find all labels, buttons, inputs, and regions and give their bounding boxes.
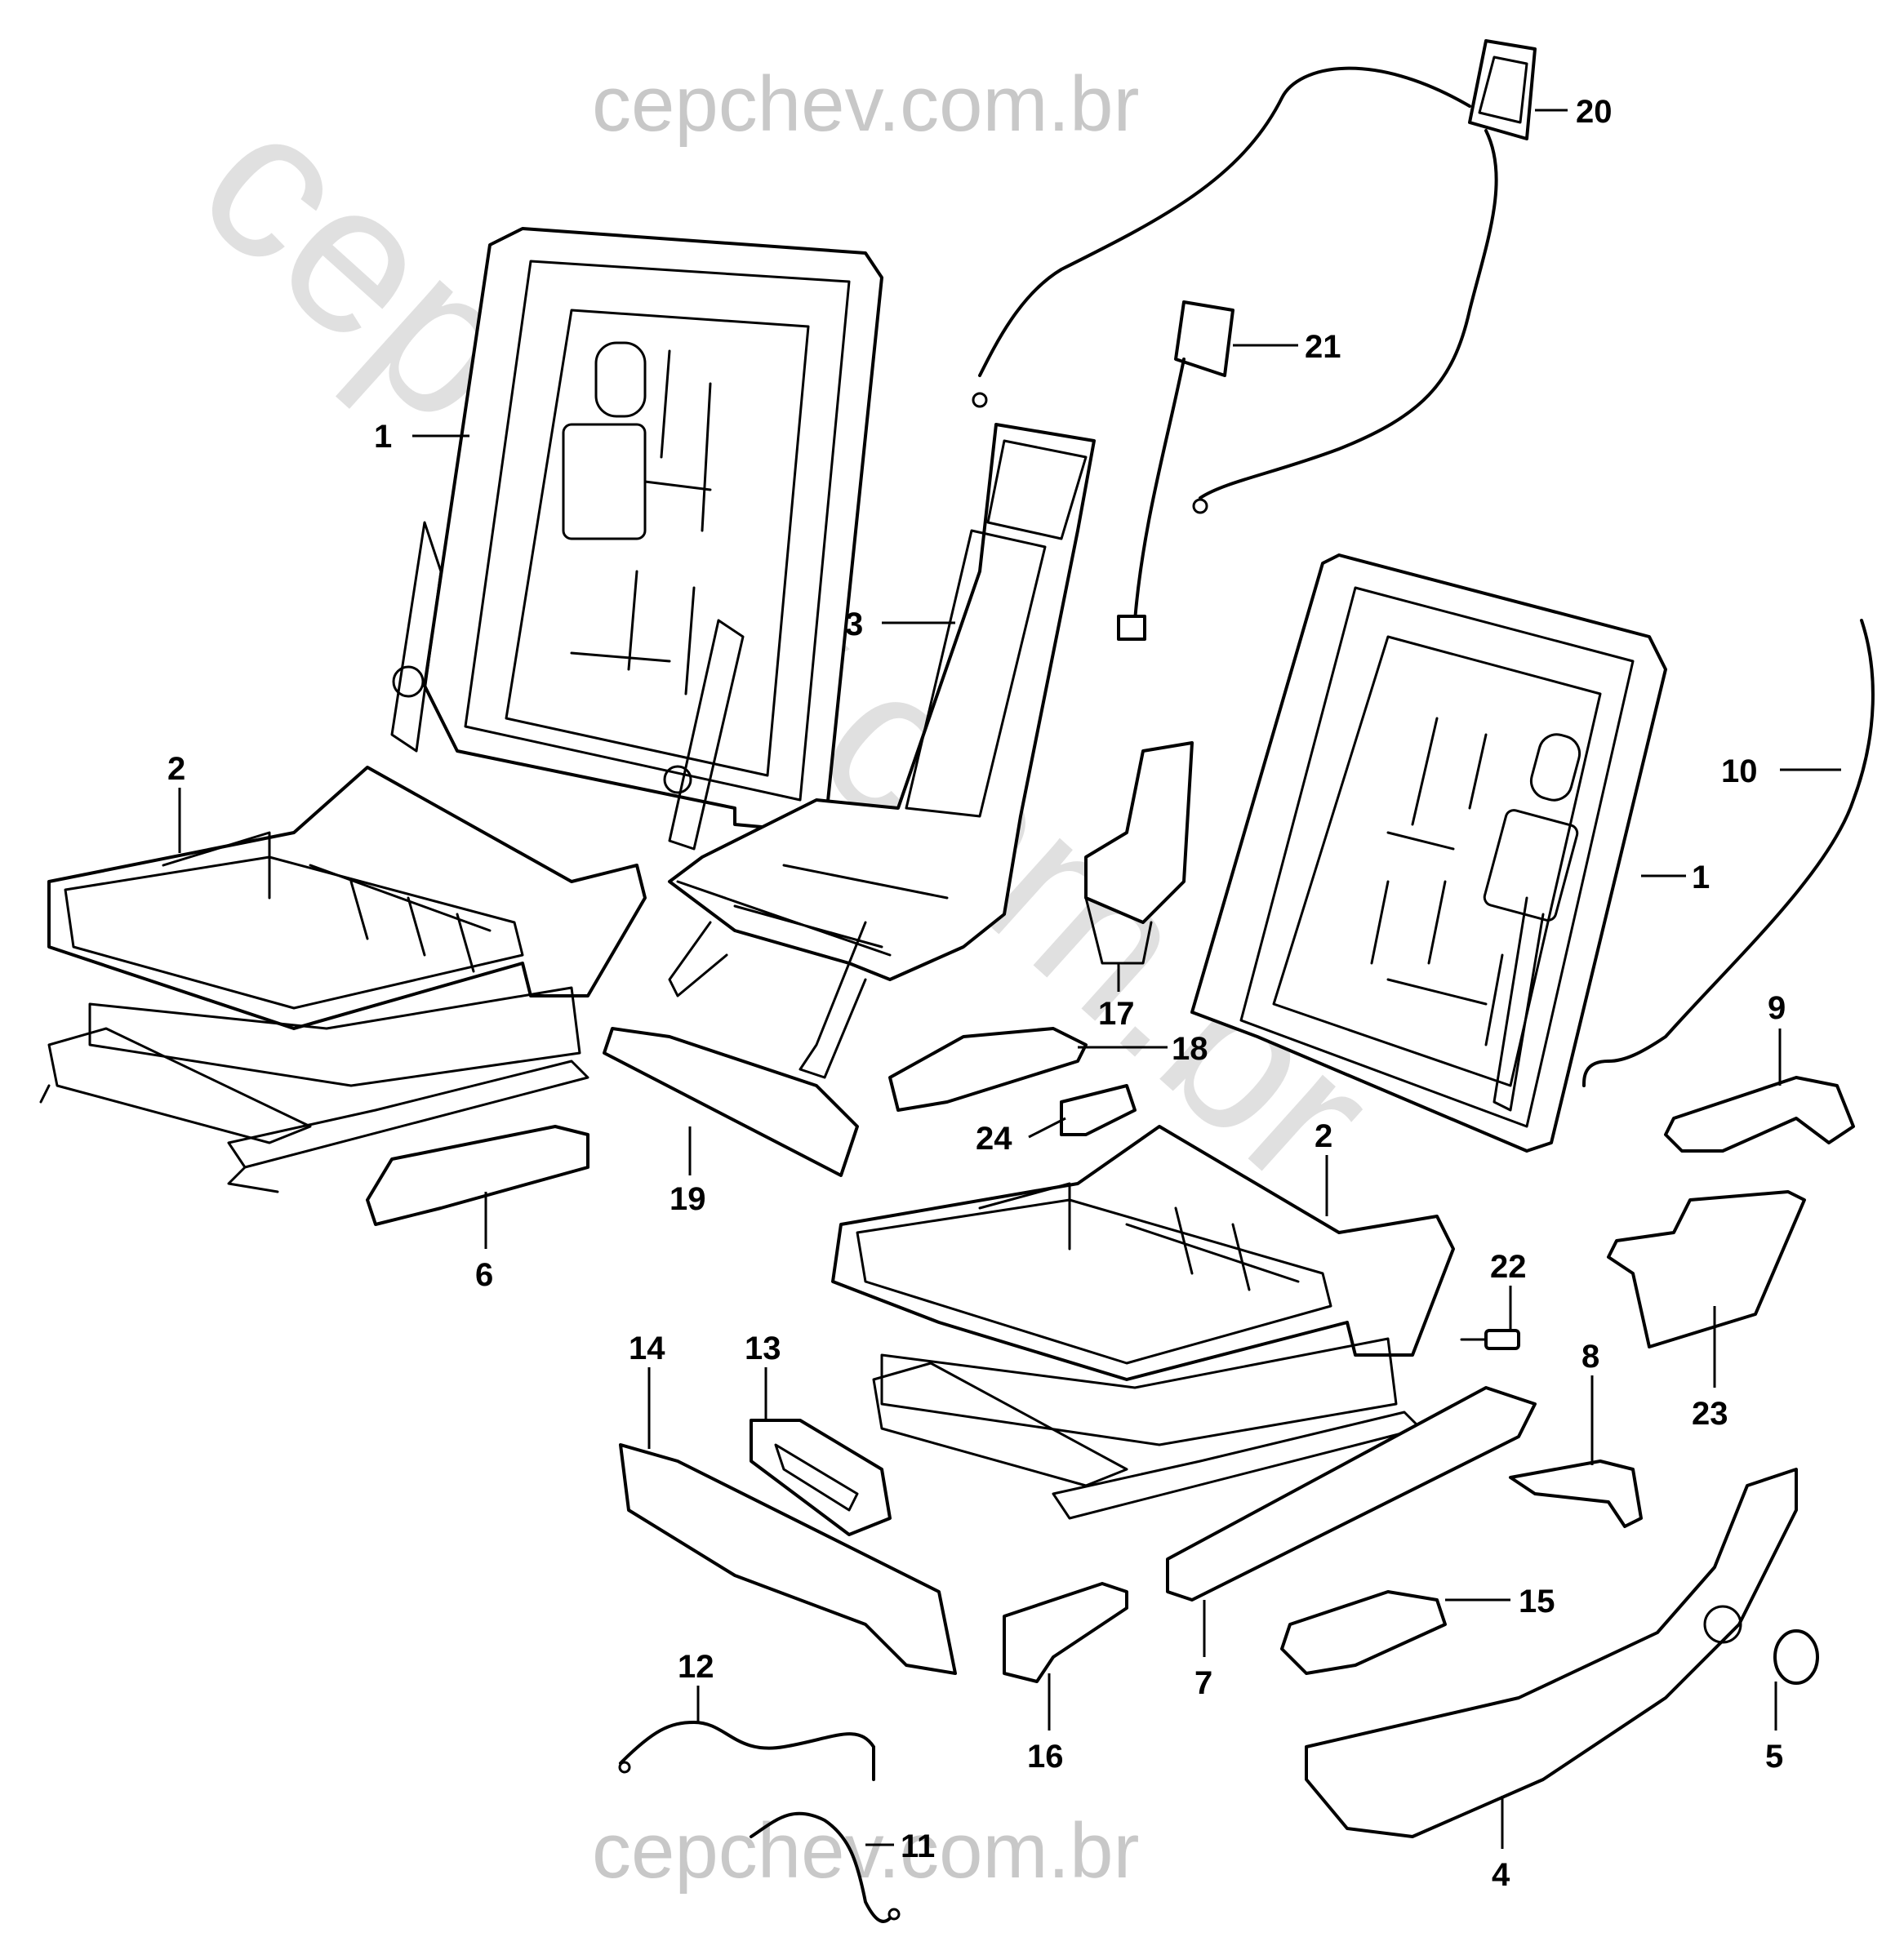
part-1-seatback-frame-right xyxy=(1190,553,1667,1153)
part-4-side-shield xyxy=(1305,1468,1798,1838)
callout-1a: 1 xyxy=(374,419,392,455)
callout-10: 10 xyxy=(1721,753,1758,789)
part-10-cable xyxy=(1582,619,1875,1087)
watermark-bottom: cepchev.com.br xyxy=(592,1807,1140,1895)
callout-16: 16 xyxy=(1027,1739,1064,1775)
callout-8: 8 xyxy=(1581,1339,1599,1375)
part-12-cable xyxy=(618,1720,875,1781)
callout-17: 17 xyxy=(1098,996,1135,1032)
part-23-cover xyxy=(1607,1190,1806,1348)
callout-13: 13 xyxy=(745,1331,781,1366)
callout-15: 15 xyxy=(1519,1584,1555,1619)
part-19-trim-panel xyxy=(603,1027,859,1177)
callout-11: 11 xyxy=(901,1828,935,1864)
part-9-trim xyxy=(1664,1076,1855,1153)
part-14-trim-panel xyxy=(619,1443,957,1675)
part-21-switch-harness xyxy=(1117,300,1234,641)
part-8-bracket xyxy=(1509,1460,1643,1528)
callout-5: 5 xyxy=(1765,1739,1783,1775)
part-18-bracket xyxy=(888,1027,1088,1112)
callout-19: 19 xyxy=(670,1181,706,1217)
part-20-switch-harness xyxy=(972,39,1537,514)
part-7-rail-cover xyxy=(1166,1386,1537,1602)
callout-22: 22 xyxy=(1490,1249,1527,1285)
part-11-cable xyxy=(750,1811,901,1923)
part-3-center-seat-frame xyxy=(668,423,1096,1079)
part-2-cushion-frame-left xyxy=(39,766,647,1193)
callout-3: 3 xyxy=(845,606,863,642)
part-1-seatback-frame-left xyxy=(390,227,883,851)
part-22-bolt xyxy=(1460,1329,1520,1350)
callout-9: 9 xyxy=(1768,990,1786,1026)
callout-14: 14 xyxy=(629,1331,665,1366)
leader-24 xyxy=(1028,1117,1066,1139)
callout-7: 7 xyxy=(1194,1665,1212,1701)
callout-6: 6 xyxy=(475,1257,493,1293)
callout-4: 4 xyxy=(1492,1857,1510,1893)
callout-18: 18 xyxy=(1172,1031,1208,1067)
part-16-bracket xyxy=(1003,1582,1128,1683)
part-6-cover xyxy=(366,1125,589,1226)
callout-24: 24 xyxy=(976,1121,1012,1157)
part-24-clip xyxy=(1060,1084,1137,1136)
part-17-trim xyxy=(1084,741,1194,965)
callout-1b: 1 xyxy=(1692,860,1710,895)
callout-2b: 2 xyxy=(1315,1118,1332,1154)
part-2-cushion-frame-right xyxy=(831,1125,1455,1520)
callout-12: 12 xyxy=(678,1649,714,1685)
callout-2a: 2 xyxy=(167,751,185,787)
part-15-trim xyxy=(1280,1590,1447,1675)
part-5-plug xyxy=(1773,1629,1819,1685)
callout-23: 23 xyxy=(1692,1396,1728,1432)
callout-20: 20 xyxy=(1576,94,1613,130)
watermark-top: cepchev.com.br xyxy=(592,60,1140,148)
callout-21: 21 xyxy=(1305,329,1341,365)
part-13-handle xyxy=(750,1419,892,1536)
